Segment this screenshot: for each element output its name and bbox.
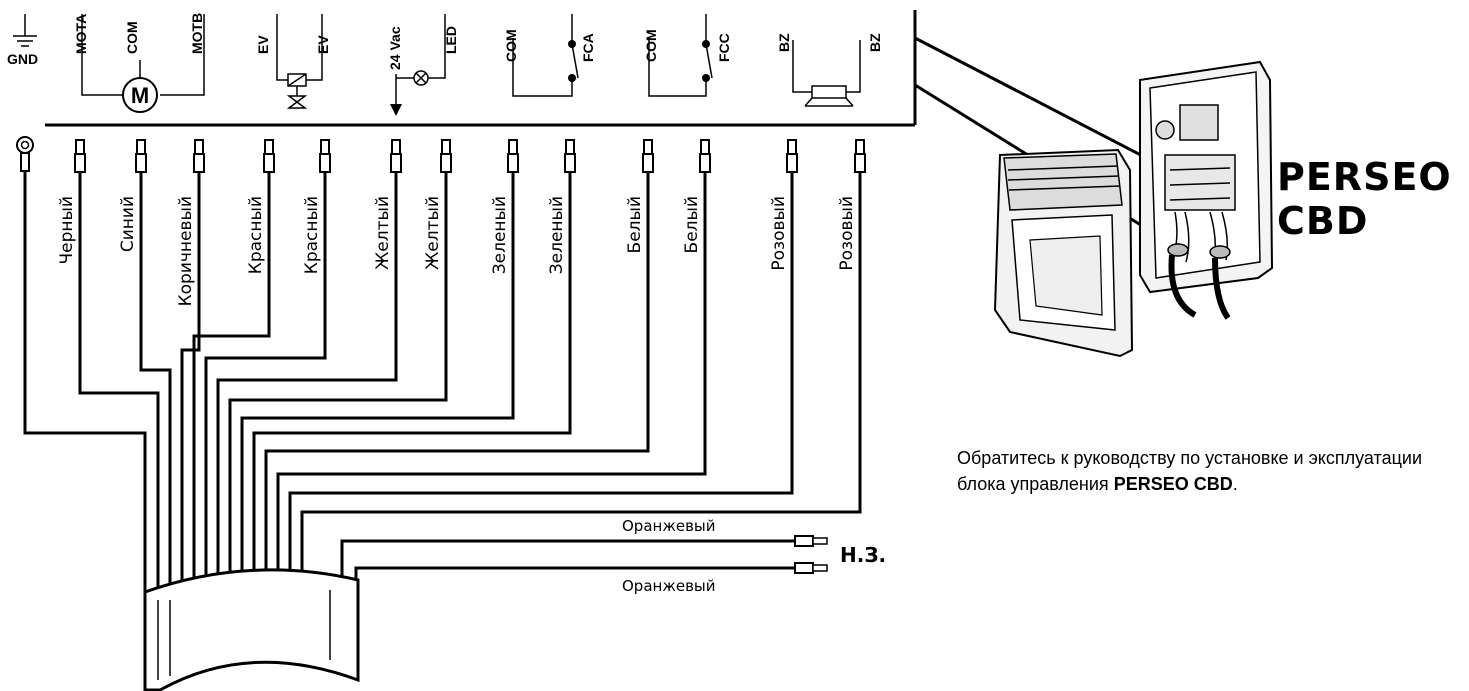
cable-sheath [143, 568, 360, 691]
wire-gnd [23, 171, 147, 600]
switch-icon [512, 14, 579, 97]
label-ev-2: EV [315, 35, 331, 54]
wire-label-9: Зеленый [547, 196, 567, 274]
wire-5 [204, 172, 327, 590]
wire-6 [216, 172, 398, 590]
note-text: Обратитесь к руководству по установке и … [957, 448, 1422, 494]
switch-icon [648, 14, 713, 97]
wire-label-13: Розовый [837, 196, 857, 271]
ferrule-icon [440, 139, 452, 173]
wire-bundle [23, 171, 862, 600]
label-orange-1: Оранжевый [622, 517, 716, 535]
terminal-header: GND MOTA COM MOTB M EV EV 24 Vac LED [7, 10, 1166, 242]
label-com-fcc: COM [643, 29, 659, 62]
label-orange-2: Оранжевый [622, 577, 716, 595]
wire-13 [300, 172, 862, 590]
wire-1 [78, 172, 160, 590]
ground-icon [13, 14, 37, 47]
control-box-lid [993, 148, 1134, 358]
wire-label-3: Коричневый [176, 196, 196, 306]
label-bz-1: BZ [776, 33, 792, 52]
control-box-illustration [993, 60, 1274, 358]
instruction-note: Обратитесь к руководству по установке и … [957, 445, 1457, 497]
wire-terminals [16, 136, 866, 173]
label-motb: MOTB [189, 13, 205, 54]
brand-line-1: PERSEO [1277, 155, 1452, 199]
brand-line-2: CBD [1277, 199, 1368, 243]
ferrule-icon [794, 562, 828, 574]
wire-10 [264, 172, 650, 590]
ferrule-icon [642, 139, 654, 173]
orange-wires: Оранжевый Оранжевый Н.З. [340, 517, 886, 595]
wire-label-2: Синий [118, 196, 138, 252]
nc-label: Н.З. [840, 543, 886, 567]
ferrule-icon [263, 139, 275, 173]
ferrule-icon [74, 139, 86, 173]
wire-2 [139, 172, 172, 590]
wire-8 [240, 172, 515, 590]
wire-3 [180, 172, 201, 590]
wire-label-6: Желтый [373, 196, 393, 270]
wire-label-1: Черный [57, 196, 77, 265]
label-bz-2: BZ [867, 33, 883, 52]
label-fca: FCA [580, 33, 596, 62]
label-com-motor: COM [124, 21, 140, 54]
wire-label-8: Зеленый [490, 196, 510, 274]
ferrule-icon [854, 139, 866, 173]
note-bold: PERSEO CBD [1113, 474, 1233, 494]
label-fcc: FCC [716, 33, 732, 62]
wire-labels: Черный Синий Коричневый Красный Красный Желты… [57, 196, 857, 306]
wire-7 [228, 172, 448, 590]
label-ev-1: EV [255, 35, 271, 54]
ferrule-icon [390, 139, 402, 173]
wire-12 [288, 172, 794, 590]
label-mota: MOTA [73, 14, 89, 54]
label-com-fca: COM [503, 29, 519, 62]
ferrule-icon [786, 139, 798, 173]
wire-label-11: Белый [682, 196, 702, 253]
ferrule-icon [699, 139, 711, 173]
wire-11 [276, 172, 707, 590]
wire-label-7: Желтый [423, 196, 443, 270]
wire-9 [252, 172, 572, 590]
label-gnd: GND [7, 51, 38, 67]
ferrule-icon [135, 139, 147, 173]
ring-terminal-icon [16, 136, 34, 172]
wire-label-5: Красный [302, 196, 322, 274]
ferrule-icon [794, 535, 828, 547]
label-led: LED [443, 26, 459, 54]
label-24vac: 24 Vac [387, 26, 403, 70]
ferrule-icon [564, 139, 576, 173]
wire-label-12: Розовый [769, 196, 789, 271]
ferrule-icon [507, 139, 519, 173]
buzzer-icon [792, 40, 861, 107]
control-box-body [1139, 60, 1274, 320]
ferrule-icon [319, 139, 331, 173]
valve-icon [276, 14, 323, 109]
lamp-icon [390, 14, 446, 116]
ferrule-icon [193, 139, 205, 173]
wire-4 [192, 172, 271, 590]
motor-icon [81, 14, 205, 113]
wire-label-10: Белый [625, 196, 645, 253]
note-end: . [1232, 474, 1238, 494]
motor-symbol: M [131, 83, 149, 108]
wire-label-4: Красный [246, 196, 266, 274]
